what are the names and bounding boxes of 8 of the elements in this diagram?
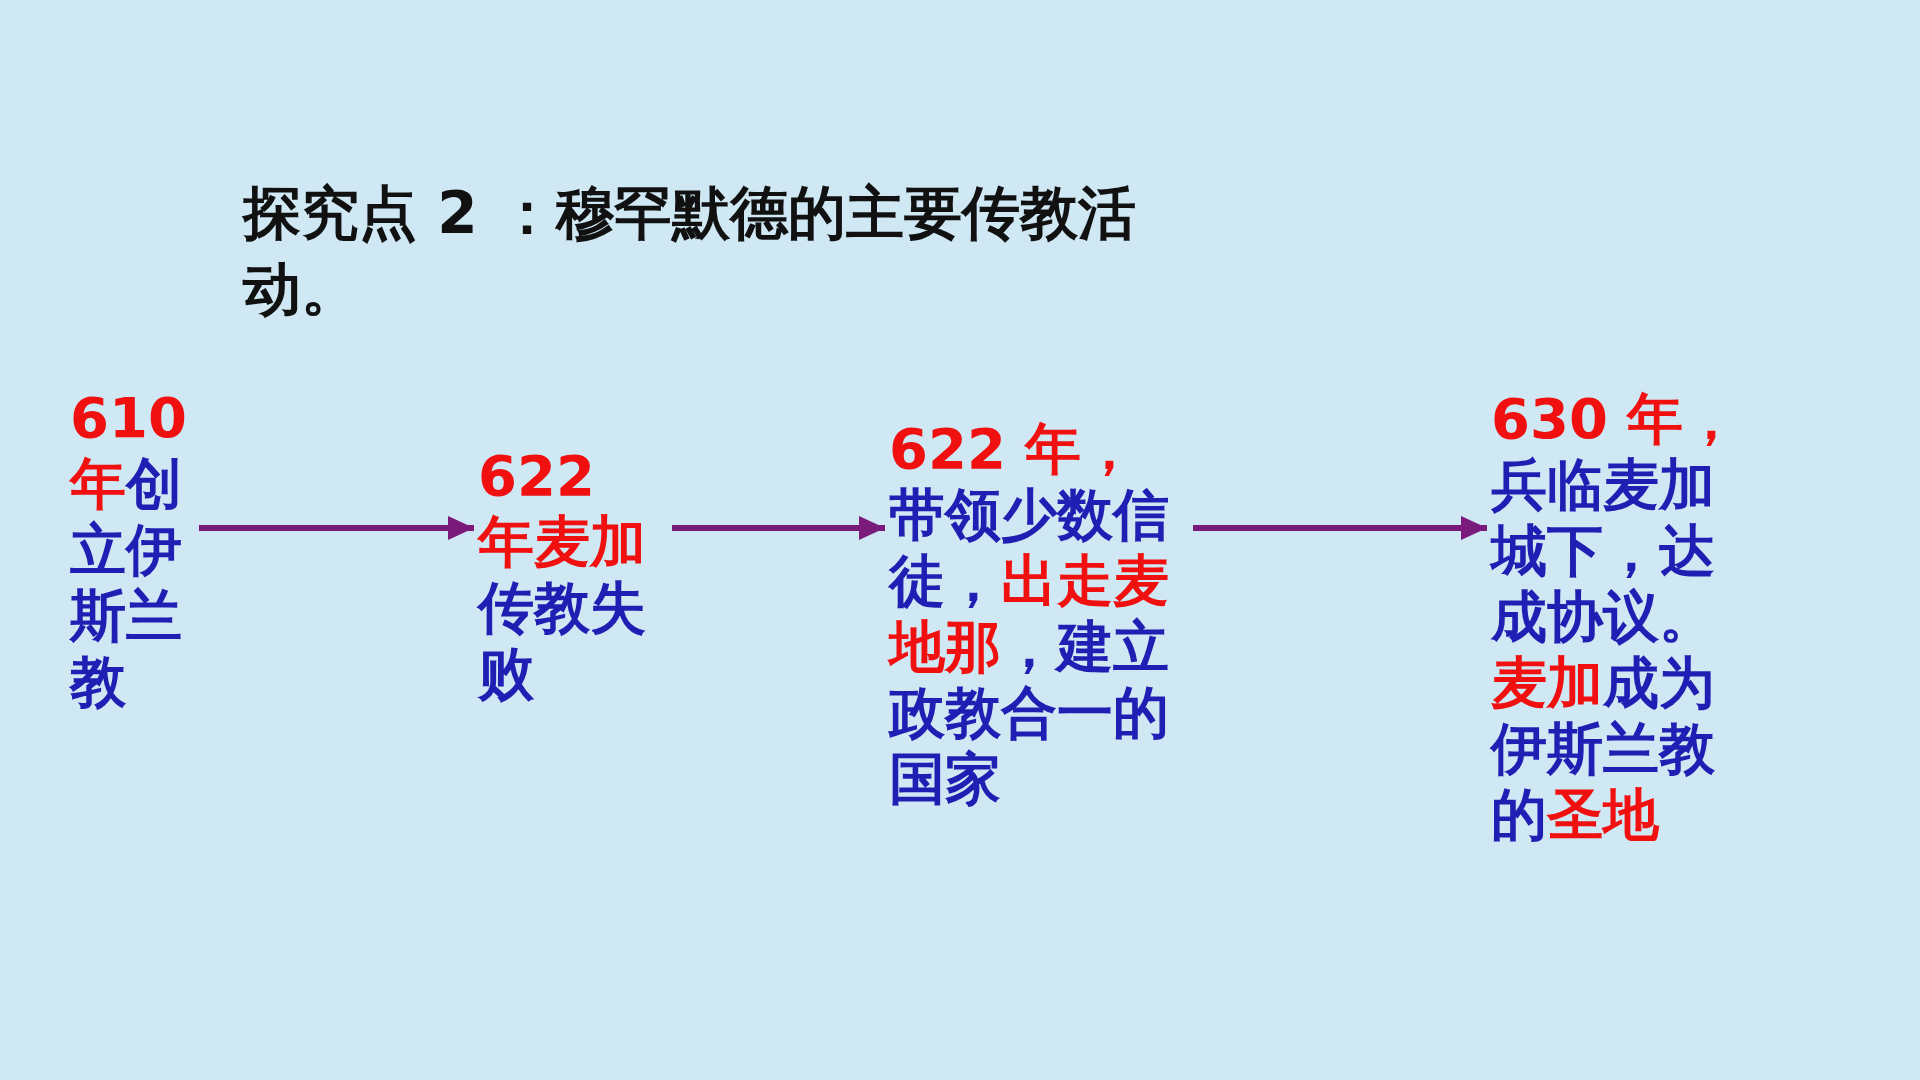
arrow — [672, 516, 885, 540]
arrow — [1193, 516, 1487, 540]
timeline-text: 622 年麦加传教失败 — [478, 443, 668, 707]
timeline-text: 630 年，兵临麦加城下，达成协议。麦加成为伊斯兰教的圣地 — [1491, 386, 1741, 848]
timeline-text: 610 年创立伊斯兰教 — [70, 385, 195, 715]
slide-title: 探究点 2 ：穆罕默德的主要传教活动。 — [243, 178, 1137, 325]
arrow — [199, 516, 474, 540]
timeline-text: 622 年，带领少数信徒，出走麦地那，建立政教合一的国家 — [889, 416, 1189, 812]
